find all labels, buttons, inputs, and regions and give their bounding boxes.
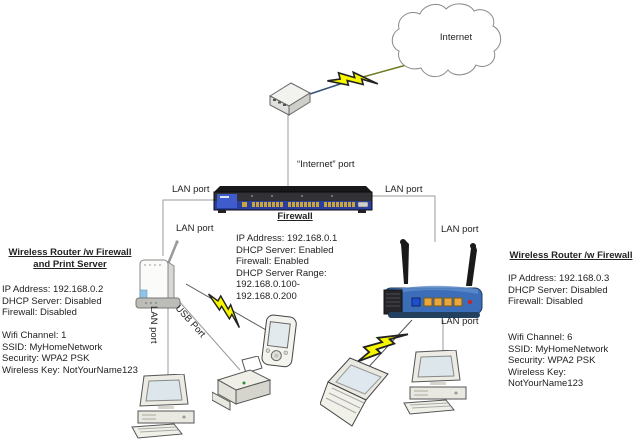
- config-line: Wifi Channel: 1: [2, 330, 67, 341]
- internet-label: Internet: [439, 32, 473, 43]
- lan-port-label: LAN port: [148, 306, 159, 344]
- config-line: Wireless Key: NotYourName123: [508, 366, 584, 390]
- lan-port-label: LAN port: [172, 184, 210, 195]
- config-line: DHCP Server: Enabled: [236, 244, 334, 256]
- config-line: SSID: MyHomeNetwork: [2, 341, 103, 353]
- internet-cloud-icon: [391, 3, 502, 77]
- lan-port-label: LAN port: [385, 184, 423, 195]
- config-line: Wireless Key: NotYourName123: [2, 364, 138, 376]
- config-line: IP Address: 192.168.0.1: [236, 233, 338, 244]
- config-line: SSID: MyHomeNetwork: [508, 343, 609, 355]
- config-line: Firewall: Enabled: [236, 256, 309, 267]
- config-line: DHCP Server: Disabled: [2, 295, 102, 307]
- config-line: Security: WPA2 PSK: [2, 353, 90, 364]
- lan-port-label: LAN port: [441, 316, 479, 327]
- modem-icon: [268, 82, 312, 116]
- desktop-computer-icon: [131, 374, 195, 439]
- left-router-config: IP Address: 192.168.0.2 DHCP Server: Dis…: [2, 284, 103, 319]
- config-line: DHCP Server: Disabled: [508, 284, 608, 296]
- internet-port-label: “Internet” port: [297, 159, 355, 170]
- antenna: [401, 240, 409, 284]
- lightning-bolt-icon: [325, 62, 379, 98]
- desktop-computer-icon: [403, 350, 467, 415]
- cable-firewall-left-router: [162, 199, 214, 256]
- right-router-wifi: Wifi Channel: 6 SSID: MyHomeNetwork Secu…: [508, 332, 640, 390]
- left-router-wifi: Wifi Channel: 1 SSID: MyHomeNetwork Secu…: [2, 330, 138, 376]
- cable-firewall-right-router: [372, 195, 436, 242]
- left-router-title: Wireless Router /w Firewall and Print Se…: [8, 247, 132, 270]
- config-line: IP Address: 192.168.0.2: [2, 284, 104, 295]
- lan-port-label: LAN port: [176, 223, 214, 234]
- lan-port-label: LAN port: [441, 224, 479, 235]
- right-router-image: [383, 239, 483, 318]
- config-line: 192.168.0.100-192.168.0.200: [236, 279, 300, 302]
- firewall-label: Firewall: [277, 211, 313, 222]
- config-line: Firewall: Disabled: [508, 296, 583, 307]
- right-router-title: Wireless Router /w Firewall: [509, 250, 633, 261]
- config-line: Security: WPA2 PSK: [508, 355, 596, 366]
- firewall-config: IP Address: 192.168.0.1 DHCP Server: Ena…: [236, 233, 354, 302]
- antenna: [466, 244, 477, 286]
- firewall-device-image: [213, 186, 373, 213]
- left-router-image: [135, 240, 181, 309]
- laptop-icon: [320, 357, 389, 427]
- config-line: DHCP Server Range:: [236, 267, 327, 279]
- cable-usb-printer: [177, 299, 241, 371]
- config-line: Wifi Channel: 6: [508, 332, 573, 343]
- antenna: [166, 241, 179, 265]
- config-line: IP Address: 192.168.0.3: [508, 273, 610, 284]
- printer-icon: [212, 356, 272, 411]
- right-router-config: IP Address: 192.168.0.3 DHCP Server: Dis…: [508, 273, 609, 308]
- pda-icon: [261, 314, 297, 368]
- config-line: Firewall: Disabled: [2, 307, 77, 318]
